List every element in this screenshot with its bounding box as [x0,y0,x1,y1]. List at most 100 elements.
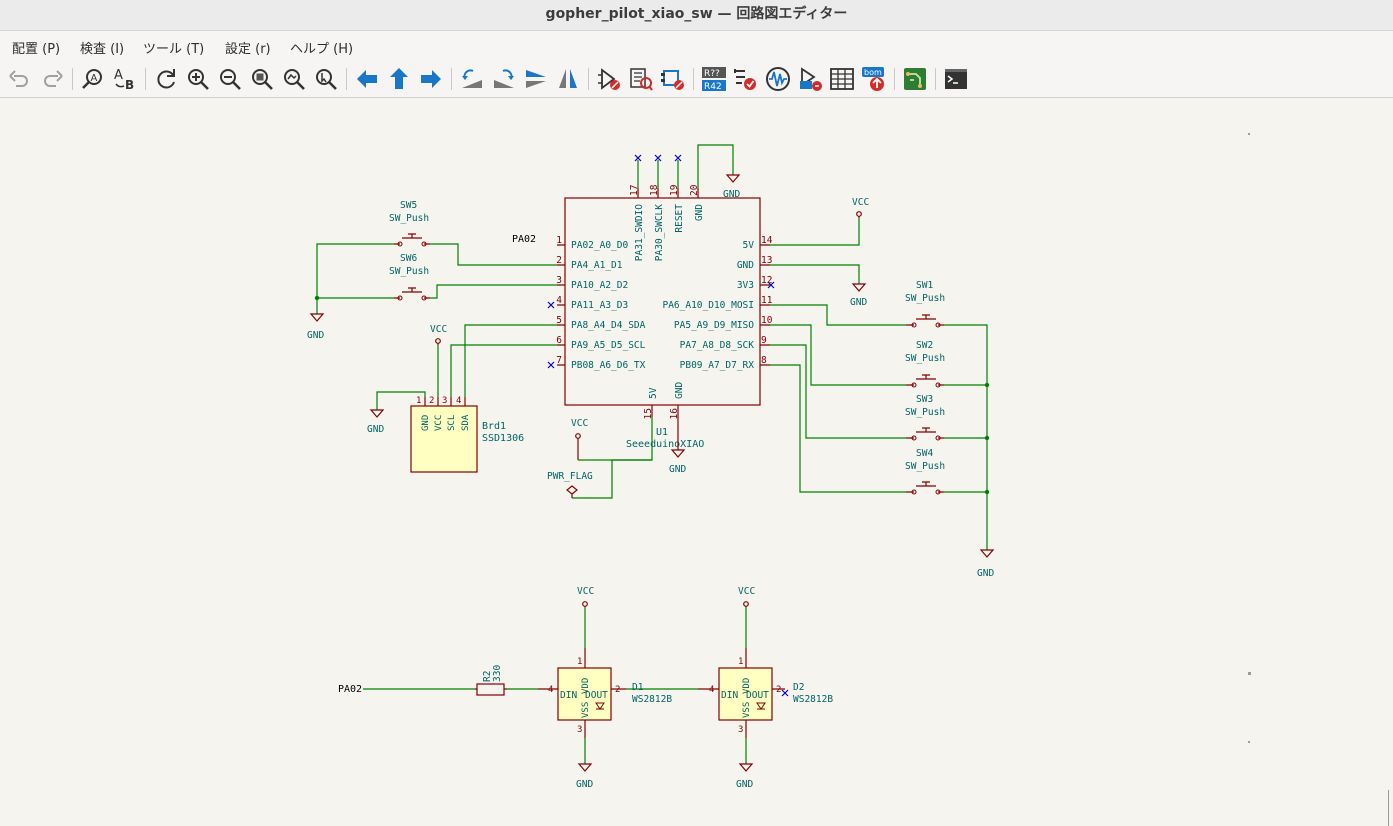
vcc-symbols[interactable] [435,211,862,607]
mirror-horizontal-icon[interactable] [555,66,581,92]
net-label-pa02[interactable]: PA02 [512,234,536,245]
find-icon[interactable]: A [80,66,106,92]
redo-icon[interactable] [40,66,66,92]
vcc-label: VCC [577,586,594,597]
pin-number: 2 [615,685,620,695]
refresh-icon[interactable] [153,66,179,92]
toolbar-separator [894,68,895,90]
vcc-label: VCC [738,586,755,597]
mirror-vertical-icon[interactable] [523,66,549,92]
field-table-icon[interactable] [829,66,855,92]
pin-name: GND [737,260,754,271]
pin-name: PA9_A5_D5_SCL [571,340,646,351]
gnd-symbols[interactable] [309,174,995,772]
resistor-reference: R2 [482,671,493,682]
pin-name: GND [694,204,705,221]
pin-name: PA4_A1_D1 [571,260,623,271]
pin-number: 18 [649,184,660,196]
switch-reference: SW4 [916,448,933,459]
navigate-forward-icon[interactable] [418,66,444,92]
wires [316,144,988,764]
vcc-label: VCC [430,324,447,335]
page-border-marks [1248,133,1389,826]
switch-sw1[interactable]: SW1 SW_Push [905,280,945,328]
net-label-pa02-led[interactable]: PA02 [338,684,362,695]
pin-name: DIN [560,690,577,701]
led-reference: D1 [632,682,644,693]
zoom-fit-icon[interactable] [249,66,275,92]
pin-number: 14 [761,235,773,246]
zoom-selection-icon[interactable] [313,66,339,92]
vcc-labels: VCC VCC VCC VCC VCC [430,197,869,597]
switch-value: SW_Push [905,293,945,304]
zoom-out-icon[interactable] [217,66,243,92]
pin-name: PA8_A4_D4_SDA [571,320,646,331]
junctions [314,295,990,495]
symbol-browser-icon[interactable] [628,66,654,92]
simulator-icon[interactable] [765,66,791,92]
resistor-r2[interactable]: R2 330 [475,665,507,696]
netlist-icon[interactable] [797,66,823,92]
u1-bottom-pin-numbers: 15 16 [643,408,680,420]
zoom-objects-icon[interactable] [281,66,307,92]
switch-sw5[interactable]: SW5 SW_Push [389,200,430,247]
u1-reference: U1 [656,427,668,438]
gnd-label: GND [307,330,324,341]
pin-number: 4 [456,396,461,406]
toolbar-separator [588,68,589,90]
u1-top-pin-names: PA31_SWDIO PA30_SWCLK RESET GND [634,204,705,261]
display-ssd1306[interactable]: GND VCC SCL SDA 1 2 3 4 Brd1 SSD1306 [410,396,524,473]
pin-name: 3V3 [737,280,754,291]
pwr-flag[interactable]: PWR_FLAG [547,471,593,498]
menu-help[interactable]: ヘルプ (H) [290,42,354,57]
pin-number: 20 [689,184,700,196]
pin-number: 7 [556,355,562,366]
led-d2[interactable]: DIN DOUT VDD VSS 4 2 1 3 D2 WS2812B [698,648,833,738]
menu-place[interactable]: 配置 (P) [12,42,61,57]
gnd-label: GND [669,464,686,475]
led-d1[interactable]: DIN DOUT VDD VSS 4 2 1 3 D1 WS2812B [538,648,672,738]
pin-number: 1 [738,657,743,667]
r-unannotated-label: R?? [704,69,720,79]
switch-sw3[interactable]: SW3 SW_Push [905,394,945,441]
rotate-ccw-icon[interactable] [459,66,485,92]
pcb-editor-icon[interactable] [902,66,928,92]
navigate-up-icon[interactable] [386,66,412,92]
erc-icon[interactable] [733,66,759,92]
menu-preferences[interactable]: 設定 (r) [225,42,271,57]
display-value: SSD1306 [482,433,524,444]
zoom-in-icon[interactable] [185,66,211,92]
switch-reference: SW1 [916,280,933,291]
schematic-canvas[interactable]: PA02_A0_D0 PA4_A1_D1 PA10_A2_D2 PA11_A3_… [0,97,1393,826]
vcc-label: VCC [571,418,588,429]
symbol-editor-icon[interactable] [596,66,622,92]
rotate-cw-icon[interactable] [491,66,517,92]
gnd-label: GND [576,779,593,790]
switch-sw2[interactable]: SW2 SW_Push [905,340,945,388]
navigate-back-icon[interactable] [354,66,380,92]
switch-reference: SW6 [400,253,417,264]
pin-number: 3 [442,396,447,406]
bom-icon[interactable]: bom [861,66,887,92]
annotate-schematic-icon[interactable]: R??R42 [701,66,727,92]
led-value: WS2812B [793,694,833,705]
menu-tools[interactable]: ツール (T) [143,42,205,57]
menu-inspect[interactable]: 検査 (I) [80,42,125,57]
switch-sw6[interactable]: SW6 SW_Push [389,253,430,301]
pin-name: PB09_A7_D7_RX [680,360,755,371]
menu-bar: 配置 (P) 検査 (I) ツール (T) 設定 (r) ヘルプ (H) [0,31,1393,61]
toolbar-separator [935,68,936,90]
undo-icon[interactable] [6,66,32,92]
scripting-console-icon[interactable] [943,66,969,92]
pin-name: GND [421,415,431,431]
pin-name: DOUT [746,690,769,701]
pin-name: 5V [743,240,755,251]
footprint-assign-icon[interactable] [660,66,686,92]
u1-symbol[interactable] [557,160,770,417]
pin-number: 2 [556,255,562,266]
pin-name: GND [674,382,685,399]
u1-bottom-pin-names: 5V GND [648,382,685,399]
bom-label: bom [864,68,882,77]
switch-sw4[interactable]: SW4 SW_Push [905,448,945,495]
